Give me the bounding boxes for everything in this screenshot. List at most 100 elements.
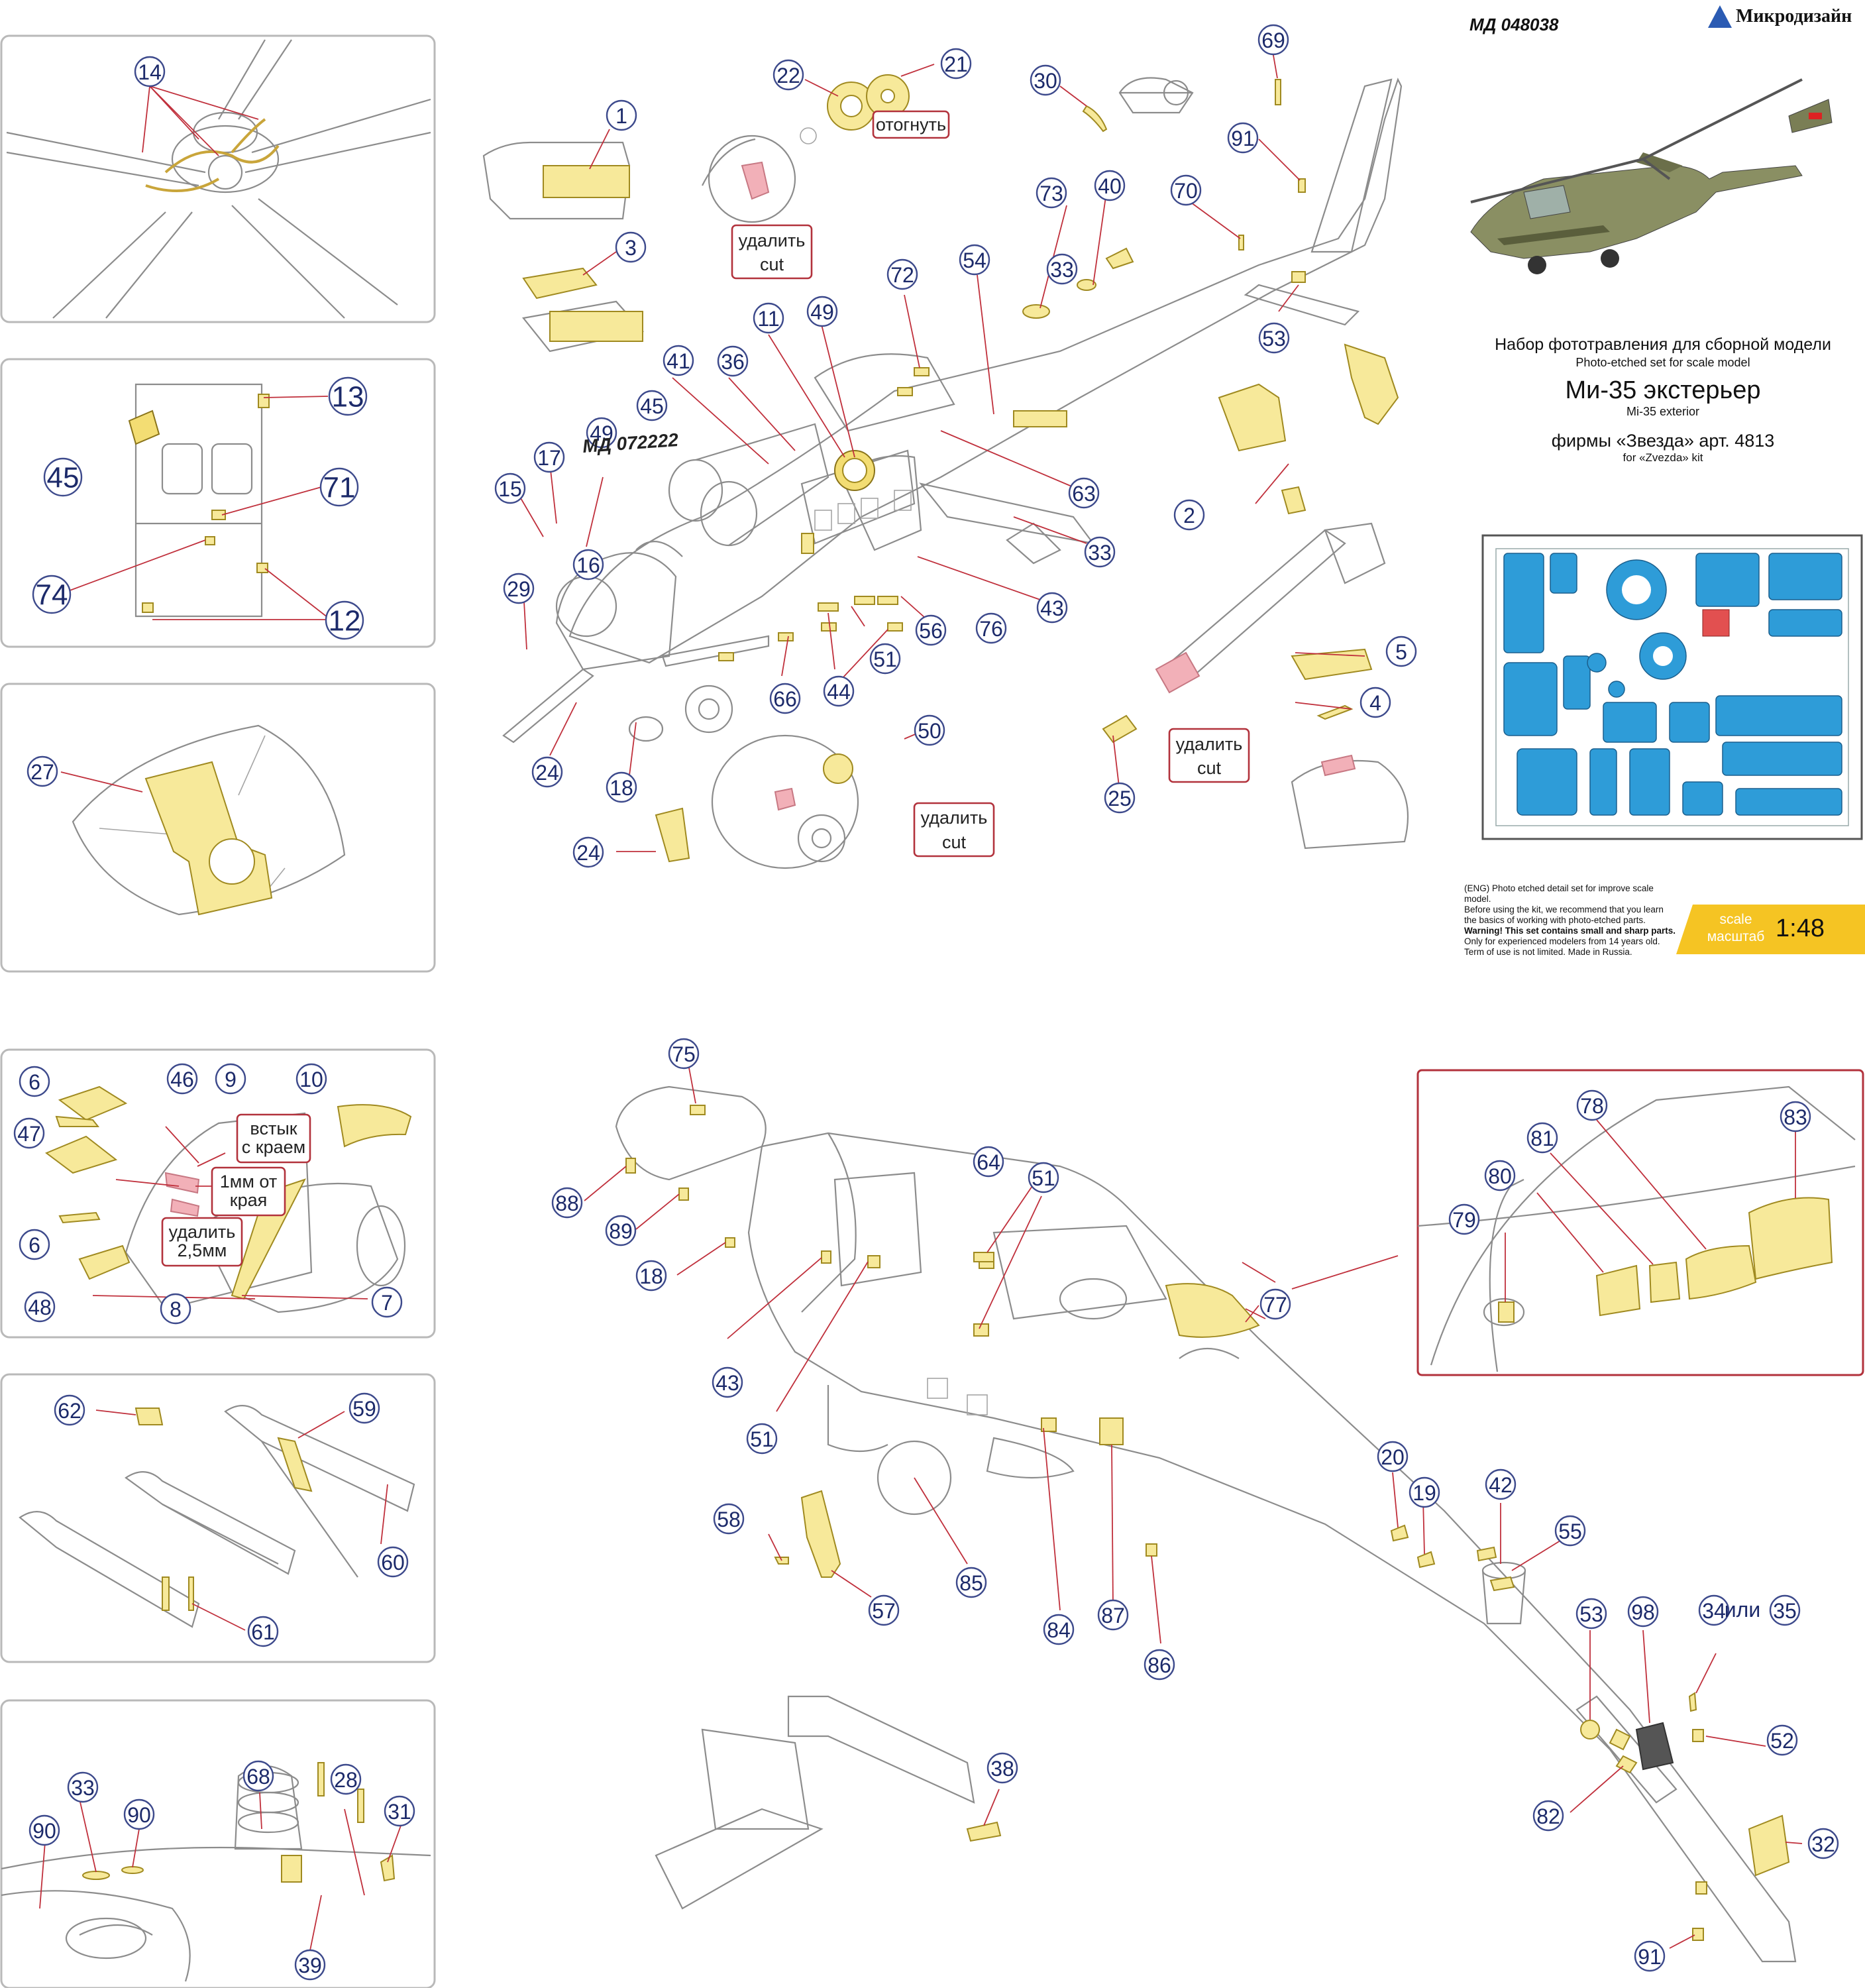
callout-circle <box>1097 1599 1129 1631</box>
callout-circle <box>713 1503 745 1535</box>
callout-number: 59 <box>352 1397 376 1421</box>
callout-number: 90 <box>32 1819 56 1843</box>
callout-number: 11 <box>757 307 779 331</box>
window-inset <box>1416 1069 1864 1376</box>
callout-circle <box>1068 477 1100 509</box>
note-cut-en: cut <box>760 254 784 274</box>
callout-number: 80 <box>1488 1164 1512 1188</box>
header-helicopter-photo <box>1470 78 1833 274</box>
callout-circle <box>54 1394 85 1426</box>
callout-number: 20 <box>1381 1445 1405 1469</box>
panel-pylons <box>0 1373 436 1663</box>
note-otognut-text: отогнуть <box>876 115 946 135</box>
callout-number: 5 <box>1395 640 1407 664</box>
callout-number: 1 <box>615 104 627 128</box>
callout-number: 56 <box>919 619 943 643</box>
callout-circle <box>19 1229 50 1260</box>
callout-number: 8 <box>170 1298 182 1321</box>
callout-circle <box>1377 1441 1409 1472</box>
callout-circle <box>1554 1515 1586 1547</box>
header-title-block: Набор фототравления для сборной модели P… <box>1471 335 1855 465</box>
callout-circle <box>1030 64 1061 96</box>
note-cut-ru: удалить <box>739 231 806 250</box>
callout-number: 28 <box>334 1768 358 1792</box>
callout-circle <box>24 1291 56 1323</box>
callout-circle <box>295 1063 327 1095</box>
callout-number: 84 <box>1047 1618 1071 1642</box>
callout-circle <box>1698 1594 1730 1626</box>
callout-number: 48 <box>28 1296 52 1319</box>
callout-number: 66 <box>773 687 797 711</box>
callout-circle <box>67 1771 99 1803</box>
title-en: Photo-etched set for scale model <box>1575 356 1750 369</box>
callout-number: 53 <box>1262 327 1286 351</box>
callout-number: 51 <box>1032 1166 1055 1190</box>
panel-door <box>0 358 436 648</box>
callout-number: 62 <box>58 1399 81 1423</box>
callout-circle <box>1780 1101 1811 1132</box>
callout-number: 47 <box>17 1122 41 1146</box>
callout-circle <box>868 1594 900 1626</box>
panel-engine-top <box>0 1699 436 1988</box>
brand-name: Микродизайн <box>1736 6 1852 27</box>
callout-circle <box>1627 1596 1659 1628</box>
callout-circle <box>377 1546 409 1578</box>
callout-circle <box>494 472 526 504</box>
callout-circle <box>531 756 563 788</box>
callout-circle <box>1807 1828 1839 1859</box>
callout-number: 42 <box>1489 1473 1513 1497</box>
callout-circle <box>1576 1089 1608 1121</box>
callout-circle <box>986 1752 1018 1784</box>
callout-number: 81 <box>1530 1127 1554 1150</box>
callout-number: 82 <box>1536 1804 1560 1828</box>
disclaimer-line: (ENG) Photo etched detail set for improv… <box>1464 883 1654 904</box>
callout-number: 89 <box>609 1219 633 1243</box>
callout-number: 83 <box>1784 1105 1807 1129</box>
callout-circle <box>606 771 637 803</box>
callout-circle <box>586 417 617 449</box>
callout-circle <box>1028 1162 1059 1193</box>
callout-circle <box>1448 1203 1480 1235</box>
kit-ru: фирмы «Звезда» арт. 4813 <box>1551 431 1775 451</box>
callout-circle <box>215 1063 246 1095</box>
callout-circle <box>1769 1594 1801 1626</box>
callout-circle <box>1144 1649 1175 1681</box>
callout-number: 88 <box>555 1191 579 1215</box>
callout-circle <box>533 441 565 473</box>
callout-number: 39 <box>298 1954 322 1977</box>
callout-number: 71 <box>323 472 356 504</box>
brand-logo: Микродизайн <box>1708 5 1852 28</box>
callout-circle <box>955 1567 987 1598</box>
callout-circle <box>166 1063 198 1095</box>
callout-number: 85 <box>959 1571 983 1595</box>
callout-circle <box>43 457 83 497</box>
note-cut-gun-ru: удалить <box>1176 734 1243 754</box>
callout-circle <box>572 549 604 580</box>
callout-circle <box>134 56 166 87</box>
callout-circle <box>384 1795 415 1827</box>
callout-number: 34 <box>1702 1599 1726 1623</box>
callout-circle <box>1084 536 1116 568</box>
note-edge-ru2: с краем <box>242 1137 305 1157</box>
or-text: или <box>1725 1598 1760 1622</box>
callout-number: 18 <box>639 1264 663 1288</box>
callout-circle <box>806 296 838 327</box>
model-en: Mi-35 exterior <box>1626 405 1700 418</box>
note-cut25-ru1: удалить <box>169 1222 236 1242</box>
callout-circle <box>636 390 668 421</box>
note-otognut: отогнуть <box>872 110 950 139</box>
callout-circle <box>1258 322 1290 354</box>
callout-circle <box>1485 1468 1517 1500</box>
fret-sheet <box>1481 534 1863 840</box>
callout-number: 24 <box>576 841 600 865</box>
callout-circle <box>973 1146 1004 1178</box>
callout-circle <box>769 683 801 714</box>
callout-number: 4 <box>1369 691 1381 715</box>
main-assembly-bottom <box>584 1053 1803 1963</box>
callout-number: 36 <box>721 350 745 374</box>
note-cut-gun-en: cut <box>1197 758 1222 778</box>
callout-circle <box>1046 253 1078 285</box>
header-code: МД 048038 <box>1469 15 1559 34</box>
